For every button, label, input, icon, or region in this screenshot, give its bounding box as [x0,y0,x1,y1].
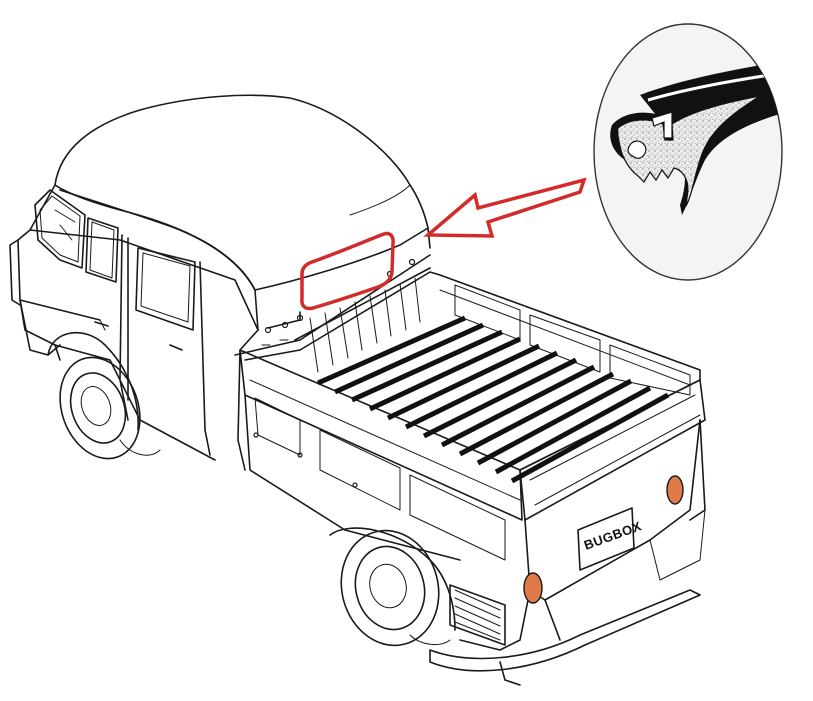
callout-arrow [423,177,587,238]
bed-floor-slats [316,315,670,484]
cab-roof [54,94,429,291]
license-plate-frame [577,507,635,571]
right-tail-light [666,475,684,505]
bed-near-side [239,349,523,521]
rear-wheel [340,529,440,647]
rear-window-highlight [300,231,395,311]
seal-profile-inset [593,23,783,281]
front-door-window [85,217,119,283]
front-wheel [59,356,141,460]
front-window [34,189,86,269]
rear-door-window [135,247,196,331]
front-wheel-arch [47,331,139,431]
rear-bumper [429,589,701,672]
left-tail-light [523,572,543,604]
truck-drawing [9,94,706,686]
